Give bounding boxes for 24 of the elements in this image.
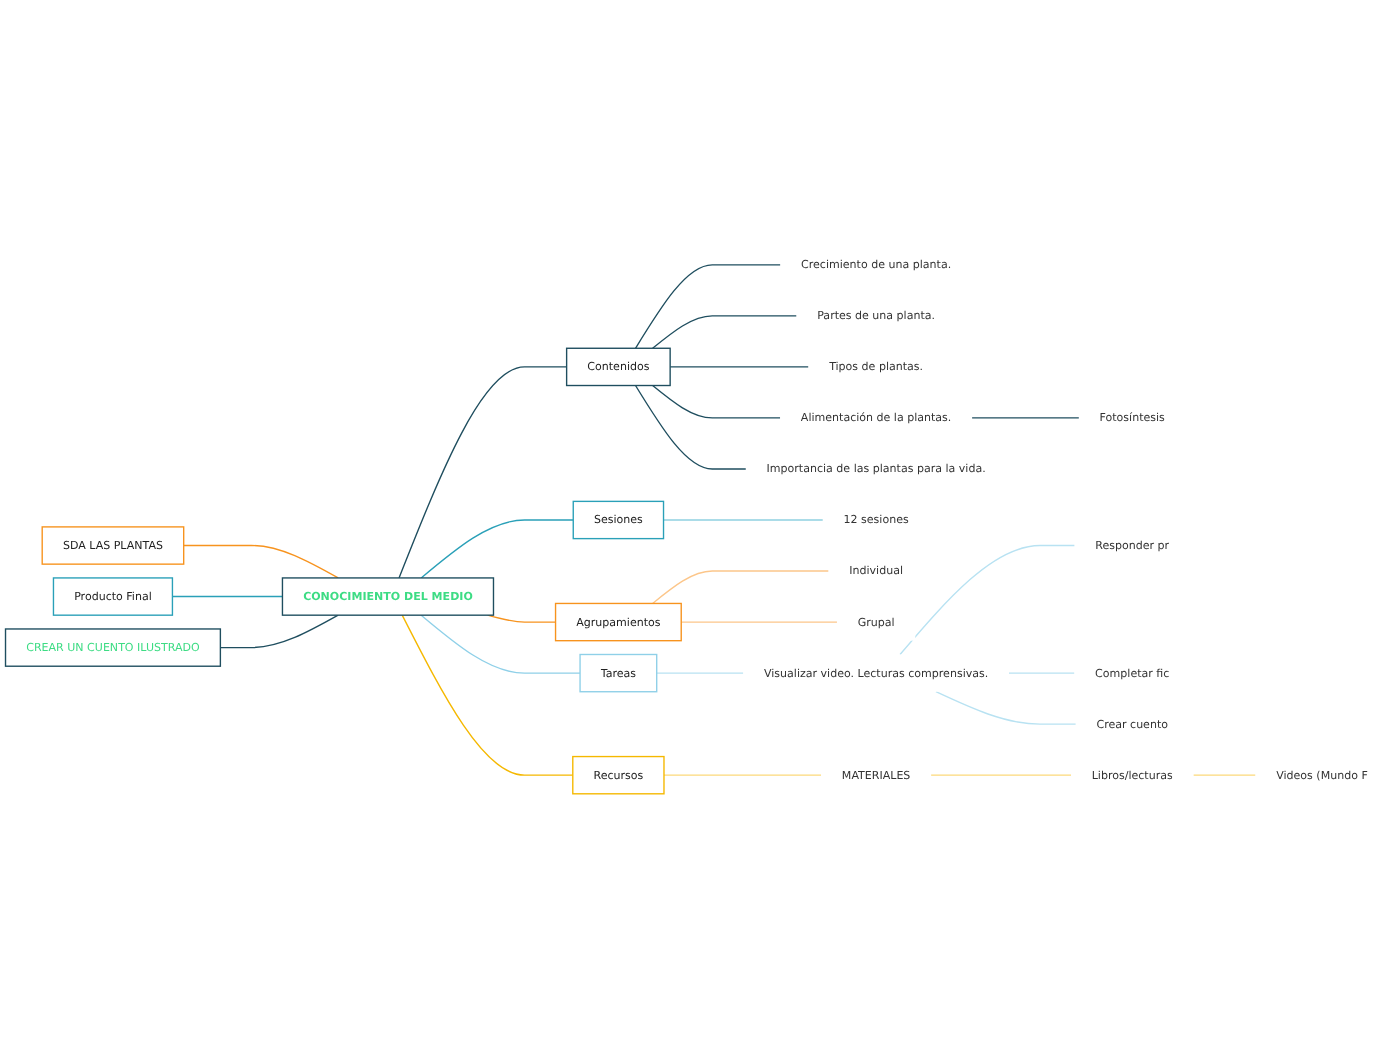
connector — [634, 384, 747, 470]
connector — [183, 544, 339, 579]
connector — [171, 595, 284, 598]
connector — [634, 264, 782, 349]
connector — [1008, 672, 1076, 674]
connector — [899, 544, 1076, 656]
connector — [420, 519, 574, 579]
connector — [680, 621, 838, 623]
connector — [398, 366, 568, 579]
connector — [663, 774, 822, 776]
connector — [651, 315, 798, 349]
connector — [486, 614, 557, 623]
connector — [651, 570, 830, 605]
connector — [656, 672, 744, 674]
connector — [219, 614, 339, 649]
connector — [935, 691, 1077, 725]
connector — [669, 366, 810, 368]
connector — [1192, 774, 1257, 776]
connector — [420, 614, 581, 674]
connector — [662, 519, 824, 521]
connector — [651, 384, 781, 419]
connector — [971, 417, 1080, 419]
connector — [401, 614, 574, 776]
connector — [930, 774, 1072, 776]
